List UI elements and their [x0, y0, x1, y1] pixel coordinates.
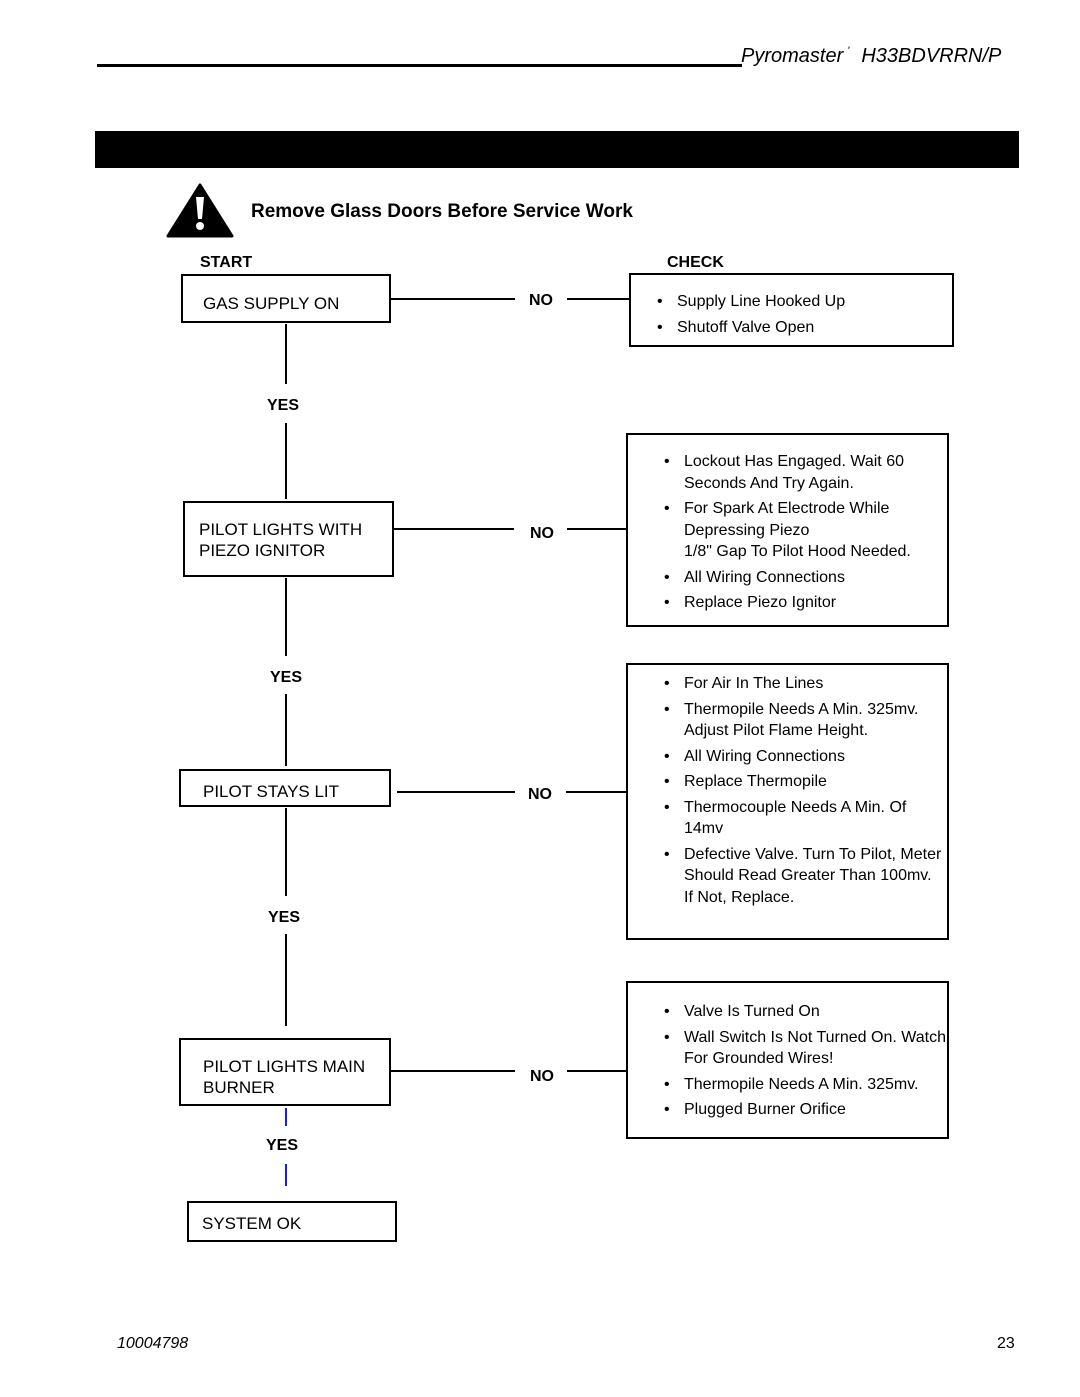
yes-connector-bottom — [285, 694, 287, 766]
yes-connector-top — [285, 1108, 287, 1126]
warning-triangle-icon — [166, 183, 234, 238]
check-item: •Wall Switch Is Not Turned On. Watch For… — [664, 1028, 947, 1068]
no-connector-right — [567, 1070, 627, 1072]
yes-label: YES — [268, 909, 301, 926]
check-item: •Defective Valve. Turn To Pilot, Meter S… — [664, 845, 942, 906]
model-number: H33BDVRRN/P — [861, 45, 1002, 67]
bullet-icon: • — [664, 675, 670, 692]
no-connector-right — [567, 528, 627, 530]
header-title: Pyromaster' H33BDVRRN/P — [741, 45, 1001, 68]
no-label: NO — [528, 786, 552, 803]
header-rule — [97, 64, 742, 67]
brand-mark: ' — [847, 45, 850, 57]
check-box-pilot-stays-lit: •For Air In The Lines •Thermopile Needs … — [626, 663, 949, 940]
yes-connector-top — [285, 324, 287, 384]
no-label: NO — [530, 525, 554, 542]
step-text: PILOT LIGHTS WITH PIEZO IGNITOR — [199, 520, 363, 560]
check-item: •For Spark At Electrode While Depressing… — [664, 500, 890, 539]
check-box-gas-supply: •Supply Line Hooked Up •Shutoff Valve Op… — [629, 273, 954, 347]
step-text: PILOT STAYS LIT — [203, 782, 340, 801]
bullet-icon: • — [664, 500, 670, 517]
page-number: 23 — [997, 1335, 1015, 1352]
check-item: •Thermopile Needs A Min. 325mv. — [658, 1074, 948, 1096]
step-box-pilot-main-burner: PILOT LIGHTS MAIN BURNER — [179, 1038, 391, 1106]
yes-connector-bottom — [285, 934, 287, 1026]
step-box-pilot-stays-lit: PILOT STAYS LIT — [179, 769, 391, 807]
check-item: •Shutoff Valve Open — [651, 317, 941, 339]
no-label: NO — [530, 1068, 554, 1085]
bullet-icon: • — [664, 798, 670, 816]
check-item: •Replace Thermopile — [658, 771, 943, 793]
bullet-icon: • — [664, 700, 670, 718]
yes-label: YES — [270, 669, 303, 686]
brand-name: Pyromaster — [741, 45, 844, 67]
check-item: •All Wiring Connections — [658, 567, 943, 589]
check-item: •All Wiring Connections — [658, 746, 943, 768]
no-connector-right — [567, 298, 629, 300]
check-heading: CHECK — [667, 254, 724, 271]
warning-text: Remove Glass Doors Before Service Work — [251, 201, 633, 222]
no-connector-right — [566, 791, 627, 793]
step-box-system-ok: SYSTEM OK — [187, 1201, 397, 1242]
bullet-icon: • — [664, 453, 670, 470]
bullet-icon: • — [664, 1101, 670, 1118]
start-heading: START — [200, 254, 253, 271]
check-box-pilot-piezo: •Lockout Has Engaged. Wait 60 Seconds An… — [626, 433, 949, 627]
yes-connector-top — [285, 578, 287, 656]
bullet-icon: • — [664, 747, 670, 765]
bullet-icon: • — [664, 568, 670, 586]
step-text: PILOT LIGHTS MAIN BURNER — [203, 1057, 366, 1097]
check-item: •Thermopile Needs A Min. 325mv. Adjust P… — [664, 700, 919, 740]
check-item: •Supply Line Hooked Up — [651, 291, 941, 313]
step-box-pilot-piezo: PILOT LIGHTS WITH PIEZO IGNITOR — [183, 501, 394, 577]
check-item: •Thermocouple Needs A Min. Of 14mv — [664, 798, 907, 838]
section-banner — [95, 131, 1019, 168]
step-text: GAS SUPPLY ON — [203, 294, 340, 313]
yes-connector-top — [285, 808, 287, 896]
yes-connector-bottom — [285, 423, 287, 499]
check-item: •Replace Piezo Ignitor — [658, 592, 943, 614]
no-connector-left — [397, 791, 515, 793]
check-list: •Lockout Has Engaged. Wait 60 Seconds An… — [658, 451, 943, 618]
bullet-icon: • — [664, 773, 670, 790]
check-item: 1/8" Gap To Pilot Hood Needed. — [684, 543, 911, 560]
bullet-icon: • — [664, 1075, 670, 1093]
bullet-icon: • — [664, 845, 670, 863]
check-box-pilot-main-burner: •Valve Is Turned On •Wall Switch Is Not … — [626, 981, 949, 1139]
no-connector-left — [390, 298, 515, 300]
check-item: •Lockout Has Engaged. Wait 60 Seconds An… — [664, 453, 904, 492]
bullet-icon: • — [657, 318, 663, 336]
yes-label: YES — [267, 397, 300, 414]
check-item: •For Air In The Lines — [658, 673, 943, 695]
yes-label: YES — [266, 1137, 299, 1154]
bullet-icon: • — [664, 1028, 670, 1046]
bullet-icon: • — [657, 293, 663, 310]
check-list: •Supply Line Hooked Up •Shutoff Valve Op… — [651, 291, 941, 342]
no-connector-left — [390, 1070, 515, 1072]
yes-connector-bottom — [285, 1164, 287, 1186]
step-text: SYSTEM OK — [202, 1214, 302, 1233]
check-list: •For Air In The Lines •Thermopile Needs … — [658, 673, 943, 912]
check-item: •Valve Is Turned On — [658, 1001, 948, 1023]
step-box-gas-supply: GAS SUPPLY ON — [181, 274, 391, 323]
check-list: •Valve Is Turned On •Wall Switch Is Not … — [658, 1001, 948, 1125]
no-connector-left — [393, 528, 514, 530]
bullet-icon: • — [664, 594, 670, 611]
no-label: NO — [529, 292, 553, 309]
check-item: •Plugged Burner Orifice — [658, 1099, 948, 1121]
doc-number: 10004798 — [117, 1335, 189, 1352]
bullet-icon: • — [664, 1003, 670, 1020]
